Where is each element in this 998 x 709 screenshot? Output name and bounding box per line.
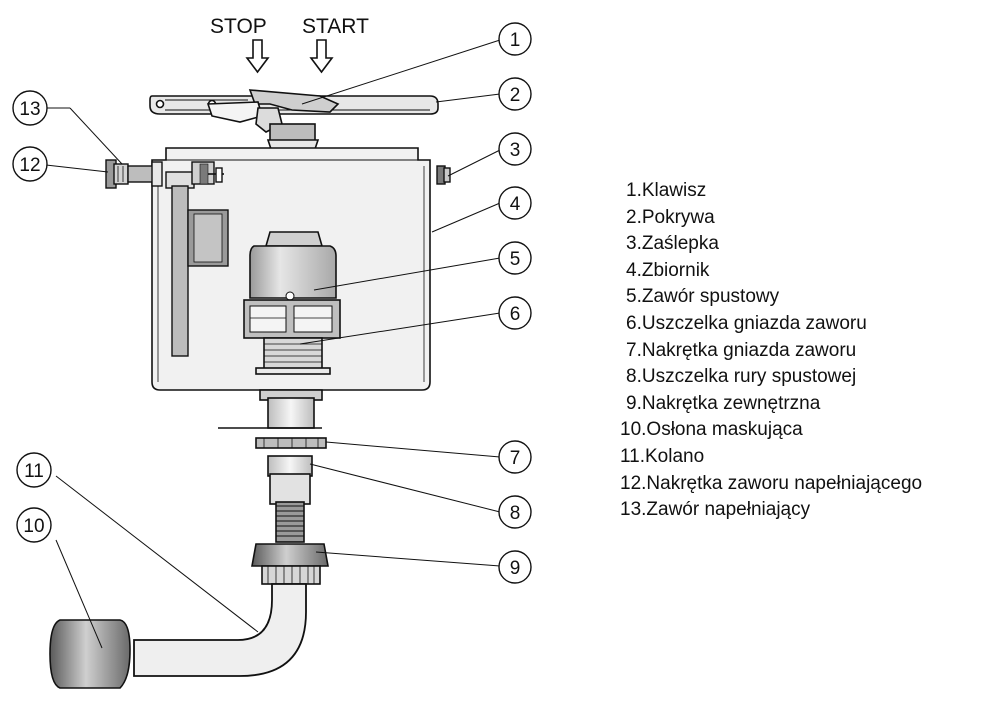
legend-item: 13.Zawór napełniający: [620, 499, 811, 521]
tank-outlet: [218, 389, 323, 429]
svg-text:5: 5: [510, 249, 521, 270]
svg-text:8: 8: [510, 503, 521, 524]
callout-10: 10: [16, 507, 52, 543]
parts-legend: 1.Klawisz 2.Pokrywa 3.Zaślepka 4.Zbiorni…: [614, 178, 994, 524]
legend-item: 9.Nakrętka zewnętrzna: [626, 392, 821, 414]
lid-part: [149, 89, 439, 133]
legend-item: 8.Uszczelka rury spustowej: [626, 366, 857, 388]
callout-1: 1: [498, 22, 532, 56]
seat-nut: [255, 437, 327, 449]
legend-item: 4.Zbiornik: [626, 259, 710, 281]
stop-arrow: [245, 39, 270, 74]
legend-item: 6.Uszczelka gniazda zaworu: [626, 312, 867, 334]
plug-part: [436, 165, 451, 185]
start-arrow: [309, 39, 334, 74]
svg-text:7: 7: [510, 448, 521, 469]
callout-3: 3: [498, 132, 532, 166]
outer-nut: [251, 543, 329, 585]
legend-item: 7.Nakrętka gniazda zaworu: [626, 339, 857, 361]
svg-text:4: 4: [510, 194, 521, 215]
callout-2: 2: [498, 77, 532, 111]
svg-text:2: 2: [510, 85, 521, 106]
callout-6: 6: [498, 296, 532, 330]
svg-text:1: 1: [510, 30, 521, 51]
drain-pipe-seal: [267, 455, 313, 543]
filler-valve-nut: [105, 159, 163, 189]
callout-7: 7: [498, 440, 532, 474]
legend-item: 1.Klawisz: [626, 180, 707, 201]
legend-item: 11.Kolano: [620, 445, 705, 467]
fill-valve: [165, 161, 229, 357]
callout-13: 13: [12, 90, 48, 126]
callout-11: 11: [16, 452, 52, 488]
leader-lines: [45, 39, 501, 649]
callout-5: 5: [498, 241, 532, 275]
svg-text:9: 9: [510, 558, 521, 579]
svg-text:13: 13: [19, 99, 40, 120]
elbow-pipe: [133, 583, 307, 677]
drain-valve: [243, 231, 341, 375]
callout-8: 8: [498, 495, 532, 529]
masking-cover: [49, 619, 131, 689]
callout-9: 9: [498, 550, 532, 584]
stop-label: STOP: [210, 15, 267, 38]
legend-item: 10.Osłona maskująca: [620, 419, 803, 441]
svg-text:3: 3: [510, 140, 521, 161]
svg-text:12: 12: [19, 155, 40, 176]
legend-item: 2.Pokrywa: [626, 206, 715, 228]
legend-item: 3.Zaślepka: [626, 233, 719, 255]
legend-item: 12.Nakrętka zaworu napełniającego: [620, 472, 923, 494]
svg-text:10: 10: [23, 516, 44, 537]
legend-item: 5.Zawór spustowy: [626, 286, 780, 308]
callout-4: 4: [498, 186, 532, 220]
svg-text:11: 11: [24, 461, 44, 482]
svg-text:6: 6: [510, 304, 521, 325]
callout-12: 12: [12, 146, 48, 182]
start-label: START: [302, 15, 369, 38]
